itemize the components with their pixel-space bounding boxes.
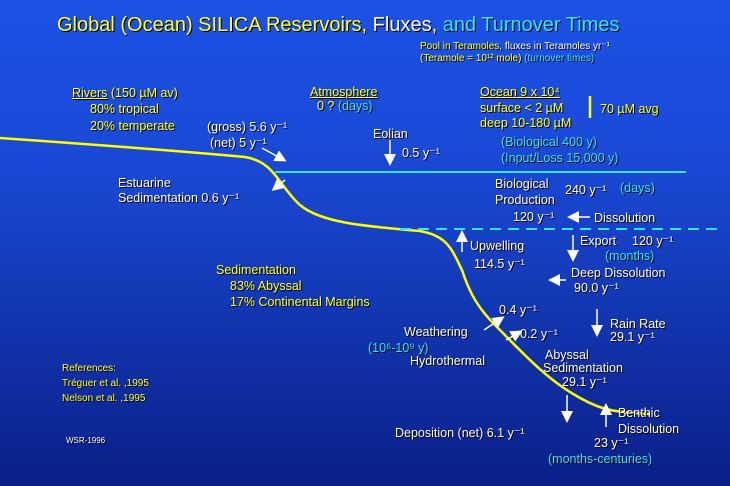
title-fluxes: Fluxes, <box>367 14 438 36</box>
benthic-label-2: Dissolution <box>618 422 680 436</box>
sedimentation-label: Sedimentation <box>216 263 296 277</box>
references-title: References: <box>62 363 116 374</box>
sedimentation-abyssal: 83% Abyssal <box>230 279 302 293</box>
sedimentation-margins: 17% Continental Margins <box>230 295 370 309</box>
rain-rate-label: Rain Rate <box>610 317 666 331</box>
abyssal-label-1: Abyssal <box>545 348 589 362</box>
hydrothermal-label: Hydrothermal <box>410 354 486 368</box>
atmosphere-value: 0 ? <box>317 99 338 113</box>
dissolution-value: 120 y⁻¹ <box>513 210 555 224</box>
upwelling-value: 114.5 y⁻¹ <box>474 257 525 271</box>
atmosphere-label: Atmosphere <box>310 85 378 99</box>
export-value: 120 y⁻¹ <box>632 234 674 248</box>
benthic-value: 23 y⁻¹ <box>594 436 629 450</box>
dissolution-label: Dissolution <box>594 211 656 225</box>
reference-nelson: Nelson et al. ,1995 <box>62 393 146 404</box>
ocean-deep: deep 10-180 µM <box>480 116 572 130</box>
units-legend: Pool in Teramoles, fluxes in Teramoles y… <box>420 42 610 52</box>
title-turnover: and Turnover Times <box>437 14 620 36</box>
export-label: Export <box>580 234 617 248</box>
production-time: (days) <box>620 181 655 195</box>
atmosphere-time: (days) <box>337 99 373 113</box>
rain-rate-value: 29.1 y⁻¹ <box>610 330 655 344</box>
export-time: (months) <box>605 249 655 263</box>
weathering-label: Weathering <box>404 325 468 339</box>
estuarine-arrow <box>271 178 286 191</box>
deep-dissolution-value: 90.0 y⁻¹ <box>574 281 619 295</box>
credit: WSR-1996 <box>66 436 106 445</box>
ocean-avg: 70 µM avg <box>600 102 659 116</box>
rivers-avg: (150 µM av) <box>107 86 178 100</box>
ocean-input-time: (Input/Loss 15,000 y) <box>501 151 619 165</box>
benthic-label-1: Benthic <box>618 406 660 420</box>
production-label-1: Biological <box>495 177 549 191</box>
legend-fluxes: fluxes in Teramoles yr⁻¹ <box>502 41 610 52</box>
legend-pool: Pool in Teramoles, <box>420 41 503 52</box>
reference-treguer: Tréguer et al. ,1995 <box>62 378 149 389</box>
legend-teramole: (Teramole = 10¹² mole) <box>420 53 522 64</box>
eolian-value: 0.5 y⁻¹ <box>402 146 440 160</box>
rivers-label: Rivers <box>72 86 108 100</box>
weathering-time: (10⁶-10⁹ y) <box>368 341 429 355</box>
estuarine-label: Estuarine <box>118 176 171 190</box>
legend-turnover: (turnover times) <box>521 53 595 64</box>
weathering-arrow <box>483 316 505 331</box>
production-label-2: Production <box>495 193 555 207</box>
ocean-surface: surface < 2 µM <box>480 101 564 115</box>
deep-dissolution-label: Deep Dissolution <box>571 266 666 280</box>
upwelling-label: Upwelling <box>470 239 525 253</box>
weathering-value: 0.4 y⁻¹ <box>499 303 537 317</box>
river-flux-arrow <box>261 147 287 162</box>
rivers-tropical: 80% tropical <box>90 102 159 116</box>
atmosphere-value-row: 0 ? (days) <box>317 100 373 113</box>
rivers-heading: Rivers (150 µM av) <box>72 87 178 100</box>
hydrothermal-arrow <box>505 330 523 342</box>
rivers-temperate: 20% temperate <box>90 119 175 133</box>
rivers-net: (net) 5 y⁻¹ <box>210 136 267 150</box>
production-value: 240 y⁻¹ <box>565 183 607 197</box>
rivers-gross: (gross) 5.6 y⁻¹ <box>207 120 288 134</box>
estuarine-value: Sedimentation 0.6 y⁻¹ <box>118 191 240 205</box>
abyssal-value: 29.1 y⁻¹ <box>562 375 607 389</box>
seafloor-profile <box>0 136 651 416</box>
title-reservoirs: Global (Ocean) SILICA Reservoirs, <box>57 14 368 36</box>
hydrothermal-value: 0.2 y⁻¹ <box>520 327 558 341</box>
ocean-bio-time: (Biological 400 y) <box>501 135 597 149</box>
abyssal-label-2: Sedimentation <box>543 361 623 375</box>
benthic-time: (months-centuries) <box>548 452 653 466</box>
eolian-label: Eolian <box>373 127 408 141</box>
ocean-label: Ocean 9 x 10⁴ <box>480 85 560 99</box>
page-title: Global (Ocean) SILICA Reservoirs, Fluxes… <box>57 14 619 37</box>
units-legend-2: (Teramole = 10¹² mole) (turnover times) <box>420 54 594 64</box>
deposition-label: Deposition (net) 6.1 y⁻¹ <box>395 426 525 440</box>
